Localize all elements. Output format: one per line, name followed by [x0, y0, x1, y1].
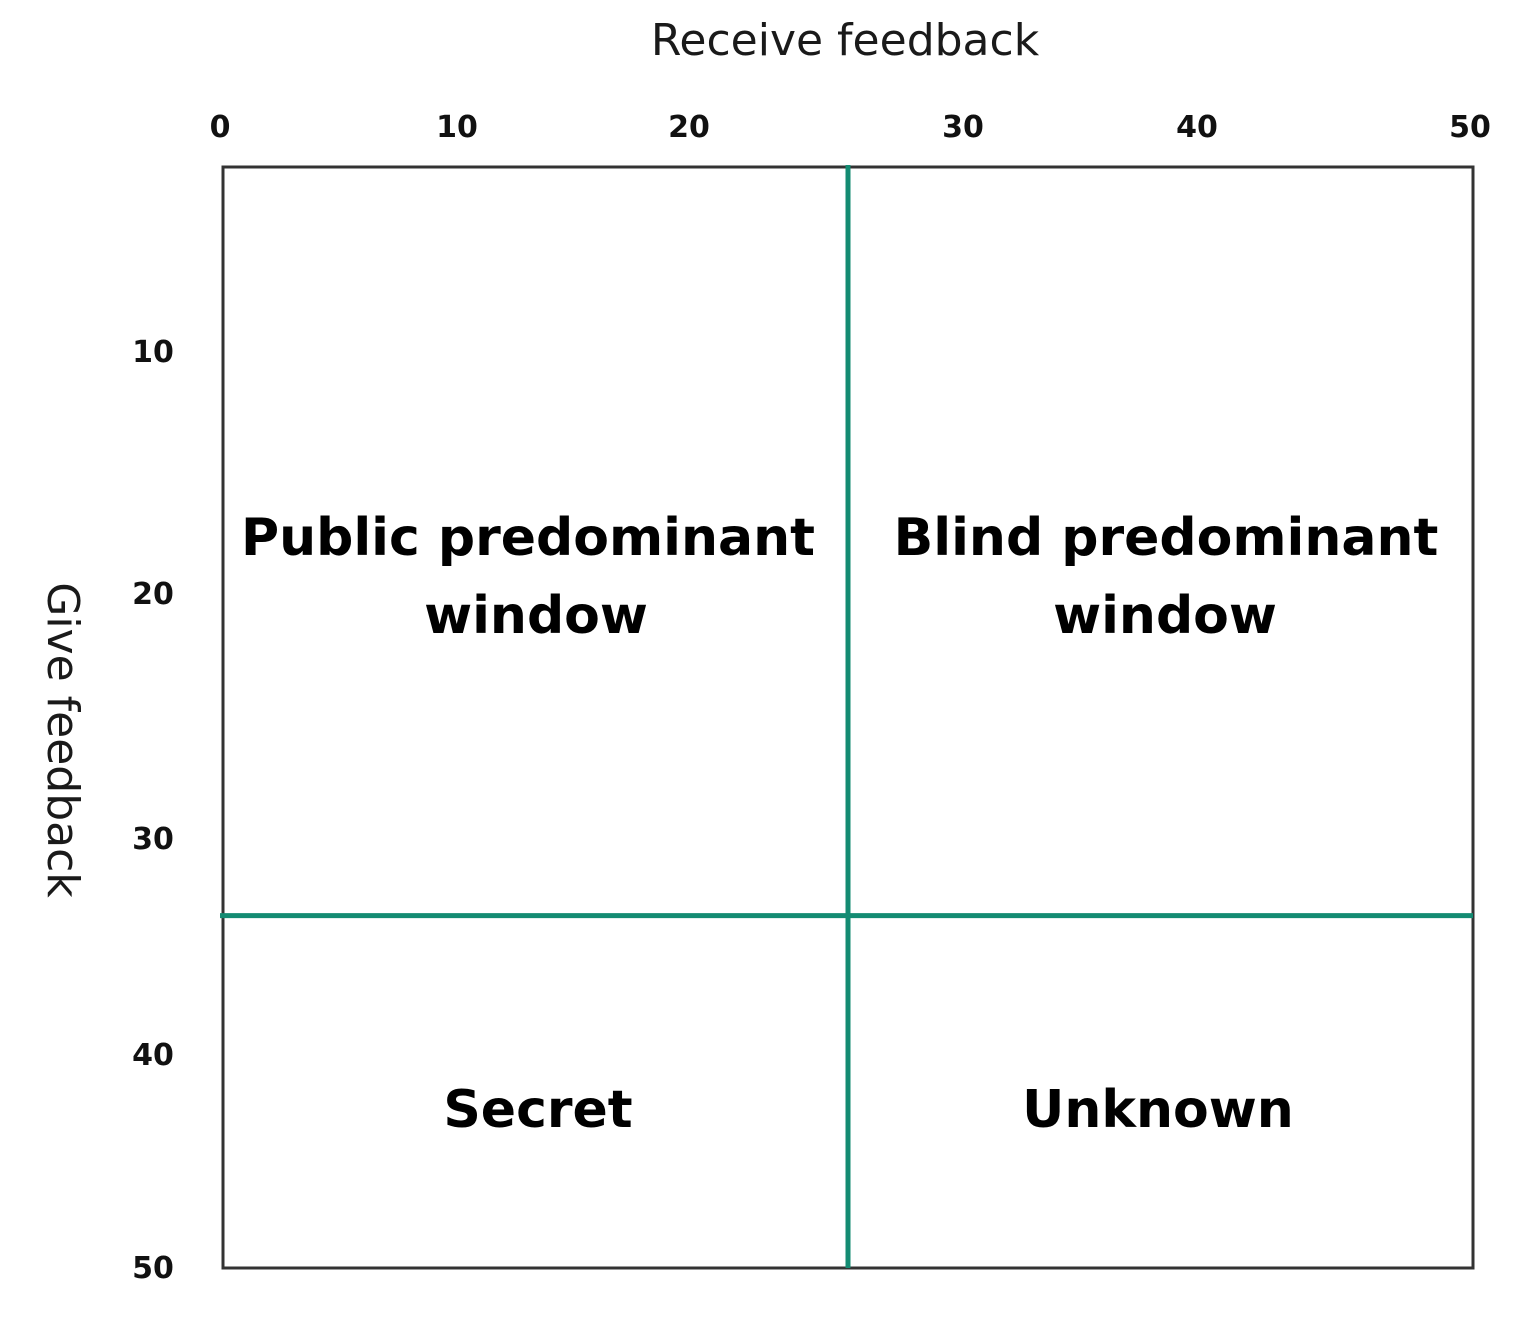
y-tick-label: 40 — [132, 1038, 174, 1073]
quadrant-secret-label: Secret — [443, 1080, 632, 1140]
x-tick-label: 40 — [1176, 110, 1218, 145]
quadrant-blind-label: Blind predominant — [894, 508, 1439, 568]
quadrant-unknown-label: Unknown — [1022, 1080, 1294, 1140]
quadrant-public-label: Public predominant — [241, 508, 815, 568]
y-tick-label: 20 — [132, 577, 174, 612]
x-tick-label: 30 — [942, 110, 984, 145]
y-axis-title: Give feedback — [37, 582, 88, 898]
x-tick-label: 20 — [668, 110, 710, 145]
quadrant-public-label-line2: window — [424, 586, 648, 646]
y-tick-label: 30 — [132, 822, 174, 857]
x-tick-label: 10 — [436, 110, 478, 145]
quadrant-blind-label-line2: window — [1053, 586, 1277, 646]
x-axis-title: Receive feedback — [651, 15, 1040, 66]
y-tick-label: 50 — [132, 1251, 174, 1286]
y-tick-label: 10 — [132, 335, 174, 370]
x-tick-label: 50 — [1449, 110, 1491, 145]
x-tick-label: 0 — [210, 110, 231, 145]
